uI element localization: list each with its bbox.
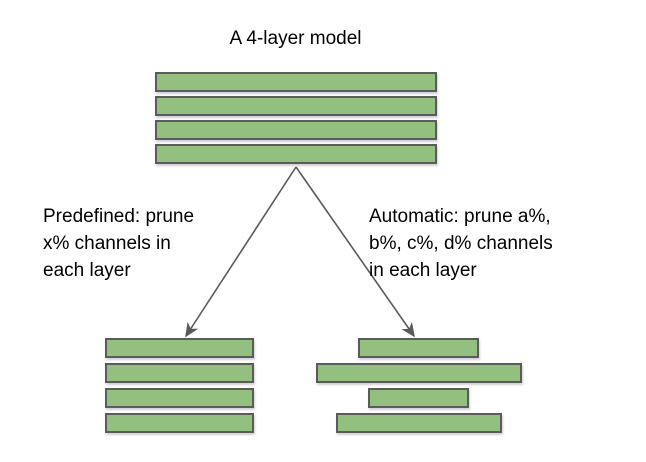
- automatic-pruned-model-layer-1: [358, 338, 479, 358]
- caption-automatic: Automatic: prune a%, b%, c%, d% channels…: [369, 206, 553, 281]
- original-model-layer-1: [155, 72, 437, 92]
- predefined-pruned-model-layer-1: [105, 338, 254, 358]
- predefined-pruned-model-layer-3: [105, 388, 254, 408]
- original-model-layer-2: [155, 96, 437, 116]
- automatic-pruned-model-layer-4: [336, 413, 502, 433]
- automatic-pruned-model-layer-3: [368, 388, 469, 408]
- predefined-pruned-model-layer-2: [105, 363, 254, 383]
- caption-predefined: Predefined: prune x% channels in each la…: [43, 206, 195, 281]
- arrow-to-predefined: [185, 166, 297, 338]
- predefined-pruned-model-layer-4: [105, 413, 254, 433]
- page-title: A 4-layer model: [229, 28, 362, 49]
- original-model-layer-4: [155, 144, 437, 164]
- automatic-pruned-model-layer-2: [316, 363, 522, 383]
- original-model-layer-3: [155, 120, 437, 140]
- arrow-to-automatic: [295, 166, 415, 338]
